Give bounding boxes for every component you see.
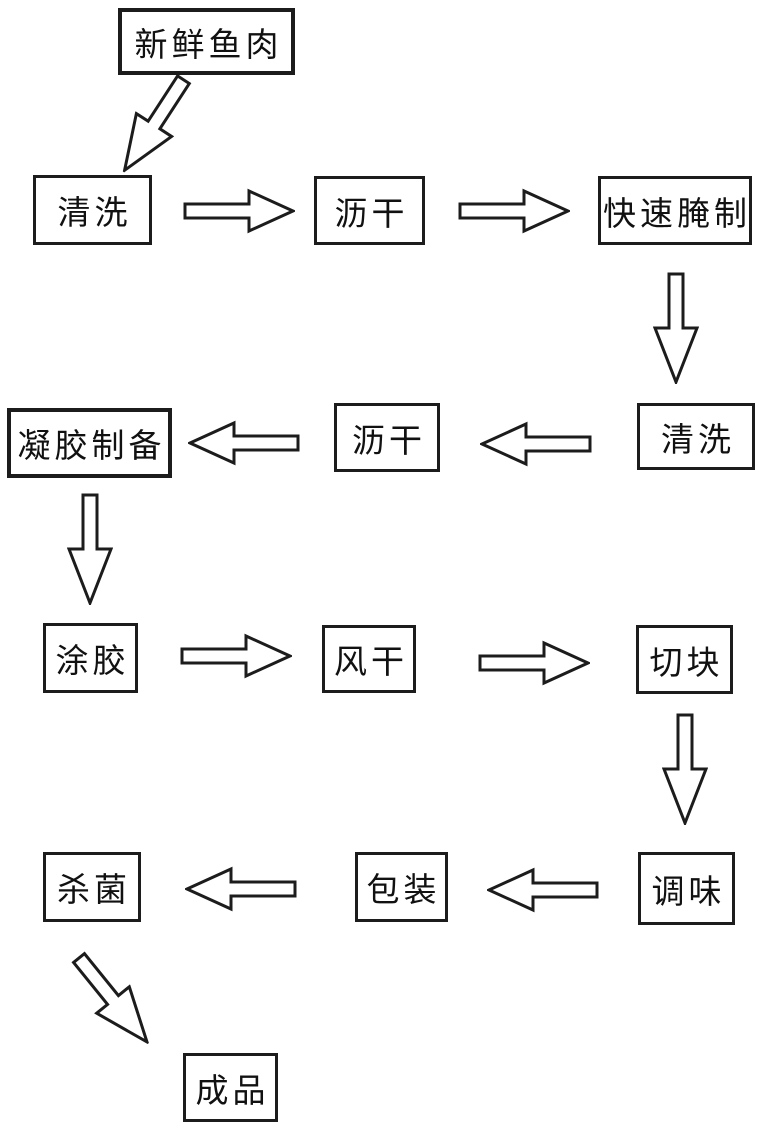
arrow-down-icon <box>653 272 699 384</box>
flow-node-sterilize: 杀菌 <box>43 852 141 922</box>
flow-node-season: 调味 <box>638 852 735 925</box>
flow-node-product: 成品 <box>183 1053 278 1122</box>
arrow-right-icon <box>478 640 590 686</box>
arrow-down-right-icon <box>71 951 150 1046</box>
arrow-left-icon <box>487 867 599 913</box>
arrow-left-icon <box>188 420 300 466</box>
arrow-left-icon <box>480 421 592 467</box>
flow-node-gel-prep: 凝胶制备 <box>7 408 172 478</box>
flow-node-fresh-fish: 新鲜鱼肉 <box>118 8 295 75</box>
arrow-down-icon <box>662 713 708 825</box>
flow-node-air-dry: 风干 <box>322 625 416 693</box>
flow-node-coat-gel: 涂胶 <box>43 623 138 693</box>
flow-node-wash-1: 清洗 <box>33 175 152 245</box>
flow-node-quick-cure: 快速腌制 <box>598 176 752 245</box>
arrow-right-icon <box>458 188 570 234</box>
flow-node-drain-1: 沥干 <box>314 176 425 245</box>
arrow-right-icon <box>183 188 295 234</box>
flow-node-drain-2: 沥干 <box>334 403 440 472</box>
flow-node-wash-2: 清洗 <box>637 403 755 470</box>
flow-node-pack: 包装 <box>355 852 448 922</box>
arrow-down-left-icon <box>122 73 192 174</box>
flow-node-cut-pieces: 切块 <box>636 625 733 694</box>
arrow-down-icon <box>67 493 113 605</box>
arrow-right-icon <box>180 633 292 679</box>
arrow-left-icon <box>185 866 297 912</box>
